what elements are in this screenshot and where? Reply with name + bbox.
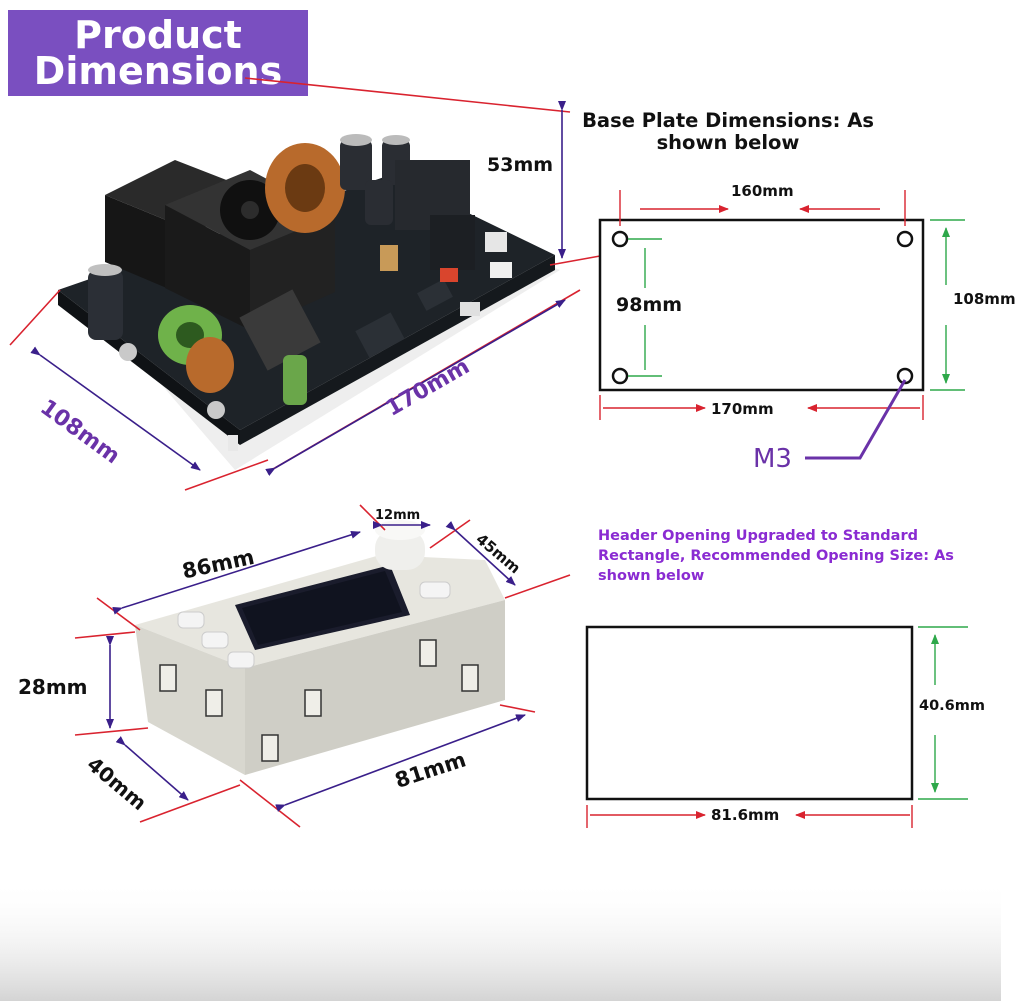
- main-board-image: [58, 134, 560, 470]
- base-plate-width: 170mm: [711, 400, 774, 418]
- title-banner: Product Dimensions: [8, 10, 308, 96]
- mount-hole-bottom-left: [611, 367, 629, 385]
- base-plate-heading: Base Plate Dimensions: As shown below: [582, 109, 874, 154]
- main-board-dimensions: [9, 77, 601, 491]
- mount-hole-top-right: [896, 230, 914, 248]
- opening-width-label: 81.6mm: [711, 806, 780, 824]
- base-plate-height: 108mm: [953, 290, 1016, 308]
- base-plate-hole-spacing-y: 98mm: [616, 294, 683, 316]
- opening-drawing: [585, 625, 968, 828]
- module-height-label: 28mm: [18, 675, 88, 699]
- board-height-label: 53mm: [487, 154, 554, 176]
- knob-size-label: 12mm: [375, 508, 421, 523]
- mount-hole-top-left: [611, 230, 629, 248]
- base-plate-hole-spacing-x: 160mm: [731, 182, 794, 200]
- bottom-fade: [0, 880, 1001, 1001]
- opening-heading: Header Opening Upgraded to Standard Rect…: [598, 528, 954, 584]
- title-line-1: Product: [74, 13, 242, 57]
- opening-height-label: 40.6mm: [919, 698, 985, 714]
- display-module-dimensions: [74, 504, 571, 828]
- title-line-2: Dimensions: [33, 49, 283, 93]
- mount-hole-label: M3: [753, 444, 792, 474]
- base-plate-drawing: [598, 190, 965, 460]
